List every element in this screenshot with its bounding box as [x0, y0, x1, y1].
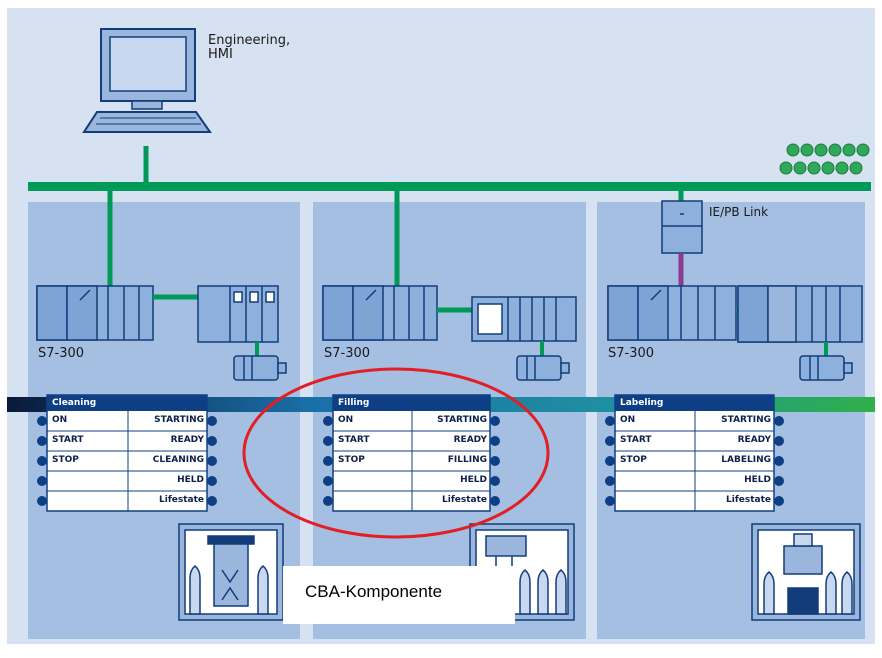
table-cell: START — [338, 435, 370, 445]
ethernet-logo-icon — [779, 143, 870, 175]
pc-keyboard-icon — [82, 111, 212, 133]
component-table-labeling — [614, 394, 775, 512]
table-title-filling: Filling — [338, 398, 370, 408]
table-cell: START — [620, 435, 652, 445]
io-module-filling — [471, 296, 577, 342]
io-module-cleaning — [197, 285, 279, 343]
table-title-labeling: Labeling — [620, 398, 664, 408]
table-cell: STOP — [620, 455, 647, 465]
pc-monitor-icon — [100, 28, 196, 110]
table-cell: READY — [737, 435, 771, 445]
motor-icon-cleaning — [233, 355, 287, 381]
table-cell: Lifestate — [159, 495, 204, 505]
plc-s7-300-labeling — [607, 285, 737, 341]
table-cell: STARTING — [154, 415, 204, 425]
engineering-label-line2: HMI — [208, 47, 233, 62]
table-cell: HELD — [744, 475, 771, 485]
table-cell: STOP — [338, 455, 365, 465]
motor-icon-filling — [516, 355, 570, 381]
table-cell: HELD — [177, 475, 204, 485]
table-cell: LABELING — [721, 455, 771, 465]
table-cell: START — [52, 435, 84, 445]
engineering-label: Engineering, HMI — [208, 34, 290, 62]
table-cell: CLEANING — [152, 455, 204, 465]
engineering-label-line1: Engineering, — [208, 33, 291, 48]
table-cell: ON — [338, 415, 354, 425]
connector-dots — [37, 416, 784, 506]
plc-label-labeling: S7-300 — [608, 346, 655, 361]
plc-label-cleaning: S7-300 — [38, 346, 85, 361]
table-cell: READY — [170, 435, 204, 445]
table-cell: FILLING — [447, 455, 487, 465]
ie-pb-link-device — [661, 200, 703, 254]
ethernet-bus — [28, 182, 871, 191]
cleaning-machine-icon — [178, 523, 284, 621]
component-table-cleaning — [46, 394, 208, 512]
plc-s7-300-cleaning — [36, 285, 154, 341]
ie-pb-link-label: IE/PB Link — [709, 205, 769, 219]
table-cell: READY — [453, 435, 487, 445]
plc-label-filling: S7-300 — [324, 346, 371, 361]
table-cell: ON — [52, 415, 68, 425]
plc-s7-300-filling — [322, 285, 438, 341]
motor-icon-labeling — [799, 355, 853, 381]
drive-module-labeling — [737, 285, 863, 343]
component-table-filling — [332, 394, 491, 512]
table-cell: HELD — [460, 475, 487, 485]
table-cell: STARTING — [437, 415, 487, 425]
table-cell: Lifestate — [442, 495, 487, 505]
highlight-ellipse — [242, 367, 550, 539]
labeling-machine-icon — [751, 523, 861, 621]
cba-label-box: CBA-Komponente — [283, 566, 515, 624]
cba-label: CBA-Komponente — [305, 582, 443, 601]
table-cell: Lifestate — [726, 495, 771, 505]
table-cell: ON — [620, 415, 636, 425]
table-title-cleaning: Cleaning — [52, 398, 97, 408]
table-cell: STOP — [52, 455, 79, 465]
table-cell: STARTING — [721, 415, 771, 425]
